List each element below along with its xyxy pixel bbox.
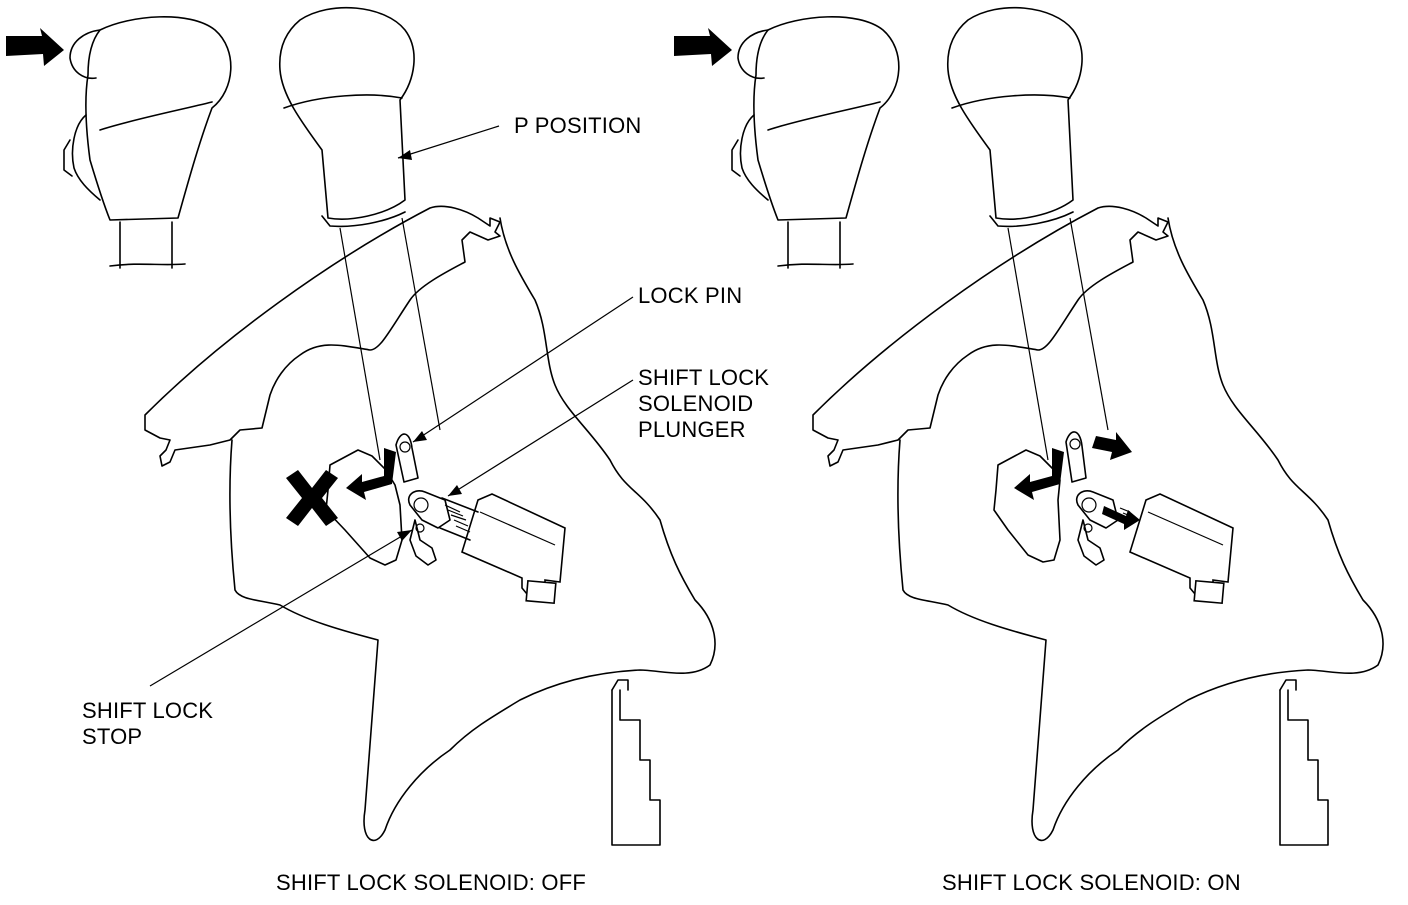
- label-plunger-line1: SHIFT LOCK: [638, 365, 770, 390]
- label-lock-pin: LOCK PIN: [638, 283, 743, 308]
- lock-pin-left: [395, 433, 419, 483]
- lock-direction-arrow-left: [346, 448, 396, 500]
- label-p-position: P POSITION: [514, 113, 642, 138]
- caption-on: SHIFT LOCK SOLENOID: ON: [942, 870, 1241, 895]
- lock-pin-right: [1065, 431, 1087, 483]
- lock-plate-right: [993, 449, 1061, 563]
- label-plunger-line3: PLUNGER: [638, 417, 746, 442]
- label-stop-line2: STOP: [82, 724, 143, 749]
- caption-off: SHIFT LOCK SOLENOID: OFF: [276, 870, 586, 895]
- shifter-assembly-right: [812, 6, 1384, 846]
- right-diagram-on: [673, 6, 1384, 846]
- lock-direction-arrow-right: [1014, 448, 1064, 500]
- shift-knob-inset-right: [673, 16, 900, 269]
- label-plunger-line2: SOLENOID: [638, 391, 754, 416]
- solenoid-left: [461, 493, 566, 604]
- shift-knob-inset-left: [5, 16, 232, 269]
- label-plunger: SHIFT LOCK SOLENOID PLUNGER: [638, 365, 769, 443]
- left-diagram-off: [5, 6, 716, 846]
- label-shift-lock-stop: SHIFT LOCK STOP: [82, 698, 213, 750]
- release-arrow-right: [1092, 432, 1132, 460]
- solenoid-right: [1129, 493, 1234, 604]
- label-stop-line1: SHIFT LOCK: [82, 698, 214, 723]
- blocked-x-mark: [286, 470, 338, 526]
